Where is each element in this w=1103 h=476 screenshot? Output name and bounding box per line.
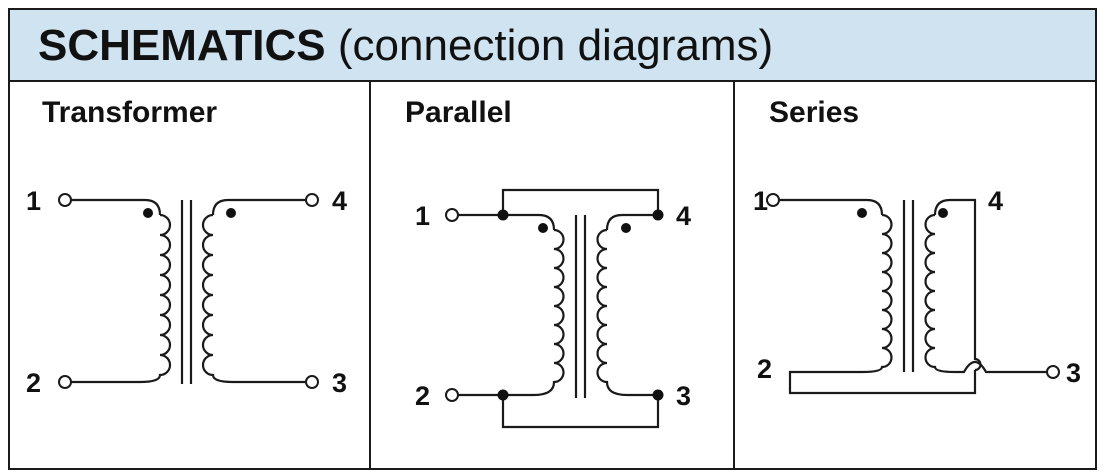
terminal-3: [1046, 365, 1060, 379]
pin-label-3: 3: [1066, 358, 1081, 388]
parallel-schematic: 1 2 3 4: [415, 188, 691, 429]
pin-label-1: 1: [415, 201, 430, 231]
transformer-wiring: [58, 193, 319, 389]
terminal-1: [445, 208, 459, 222]
series-schematic: 1 2 3 4: [753, 186, 1081, 395]
pin-label-2: 2: [757, 354, 772, 384]
terminal-4: [305, 193, 319, 207]
bottom-bridge-wire: [501, 395, 660, 429]
terminal-1: [58, 193, 72, 207]
transformer-panel: Transformer 1 2 3 4: [10, 82, 371, 468]
series-wiring: [766, 193, 1060, 395]
primary-top-lead: [458, 213, 556, 231]
series-title: Series: [769, 96, 860, 129]
polarity-dot-primary: [143, 208, 153, 218]
polarity-dot-secondary: [226, 208, 236, 218]
pin-label-1: 1: [26, 186, 41, 216]
pin-label-4: 4: [676, 201, 691, 231]
pin-label-3: 3: [332, 368, 347, 398]
secondary-winding: [924, 213, 1047, 374]
header-subtitle: (connection diagrams): [337, 21, 774, 70]
secondary-top-lead: [211, 198, 306, 216]
pin-label-2: 2: [26, 368, 41, 398]
primary-winding: [71, 213, 172, 384]
transformer-title: Transformer: [42, 96, 218, 129]
primary-top-lead: [71, 198, 162, 216]
polarity-dot-secondary: [938, 208, 948, 218]
primary-winding: [458, 228, 565, 397]
schematics-frame: SCHEMATICS (connection diagrams) Transfo…: [8, 8, 1097, 470]
secondary-top-lead: [605, 213, 658, 231]
secondary-winding: [596, 228, 658, 397]
primary-top-lead: [779, 198, 884, 216]
polarity-dot-secondary: [621, 223, 631, 233]
terminal-2: [445, 388, 459, 402]
transformer-schematic: 1 2 3 4: [26, 186, 347, 398]
parallel-panel: Parallel 1 2 3: [371, 82, 735, 468]
pin-label-3: 3: [676, 381, 691, 411]
pin-label-2: 2: [415, 381, 430, 411]
terminal-2: [58, 375, 72, 389]
terminal-3: [305, 375, 319, 389]
header-bar: SCHEMATICS (connection diagrams): [10, 10, 1095, 82]
junction-top-right: [652, 209, 664, 221]
parallel-wiring: [445, 188, 664, 429]
terminal-1: [766, 193, 780, 207]
polarity-dot-primary: [538, 223, 548, 233]
pin-label-4: 4: [988, 186, 1003, 216]
polarity-dot-primary: [857, 208, 867, 218]
parallel-title: Parallel: [405, 96, 512, 129]
top-bridge-wire: [501, 188, 660, 215]
secondary-return-wire: [933, 198, 982, 372]
primary-winding: [788, 213, 977, 395]
pin-label-1: 1: [753, 186, 768, 216]
junction-bottom-left: [497, 389, 509, 401]
junction-bottom-right: [652, 389, 664, 401]
header-text: SCHEMATICS (connection diagrams): [38, 20, 773, 72]
header-title: SCHEMATICS: [38, 21, 326, 70]
secondary-winding: [201, 213, 306, 384]
junction-top-left: [497, 209, 509, 221]
series-panel: Series 1 2 3 4: [735, 82, 1097, 468]
pin-label-4: 4: [332, 186, 347, 216]
